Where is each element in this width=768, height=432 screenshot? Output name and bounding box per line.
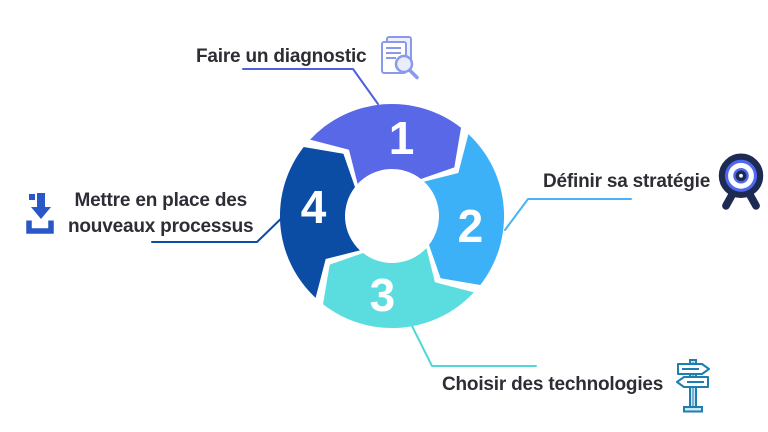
step-number-2: 2 bbox=[458, 200, 484, 252]
step-4-label-line-2: nouveaux processus bbox=[68, 216, 254, 237]
connector-lines bbox=[151, 68, 632, 367]
step-number-4: 4 bbox=[301, 181, 327, 233]
connector-step-4 bbox=[151, 208, 292, 243]
callout-step-1: Faire un diagnostic bbox=[196, 30, 422, 84]
document-search-icon bbox=[381, 36, 420, 80]
step-number-1: 1 bbox=[389, 112, 415, 164]
step-4-label: Mettre en place des nouveaux processus bbox=[68, 188, 254, 240]
step-1-label: Faire un diagnostic bbox=[196, 46, 367, 67]
step-number-3: 3 bbox=[370, 269, 396, 321]
callout-step-4: Mettre en place des nouveaux processus bbox=[24, 188, 254, 240]
callout-step-2: Définir sa stratégie bbox=[543, 152, 764, 212]
callout-step-3: Choisir des technologies bbox=[442, 356, 715, 414]
connector-step-1 bbox=[242, 68, 379, 105]
connector-step-2 bbox=[504, 198, 632, 231]
connector-step-3 bbox=[410, 323, 537, 367]
download-tray-icon bbox=[26, 193, 54, 234]
segment-step-4 bbox=[279, 147, 360, 298]
segment-step-1 bbox=[310, 103, 461, 184]
cycle-segments: 12 34 bbox=[279, 103, 505, 329]
segment-step-3 bbox=[323, 248, 474, 329]
step-3-label: Choisir des technologies bbox=[442, 374, 664, 395]
segment-step-2 bbox=[424, 134, 505, 285]
target-icon bbox=[718, 153, 764, 210]
signpost-icon bbox=[676, 359, 711, 413]
step-2-label: Définir sa stratégie bbox=[543, 171, 711, 192]
step-4-label-line-1: Mettre en place des bbox=[74, 190, 247, 211]
